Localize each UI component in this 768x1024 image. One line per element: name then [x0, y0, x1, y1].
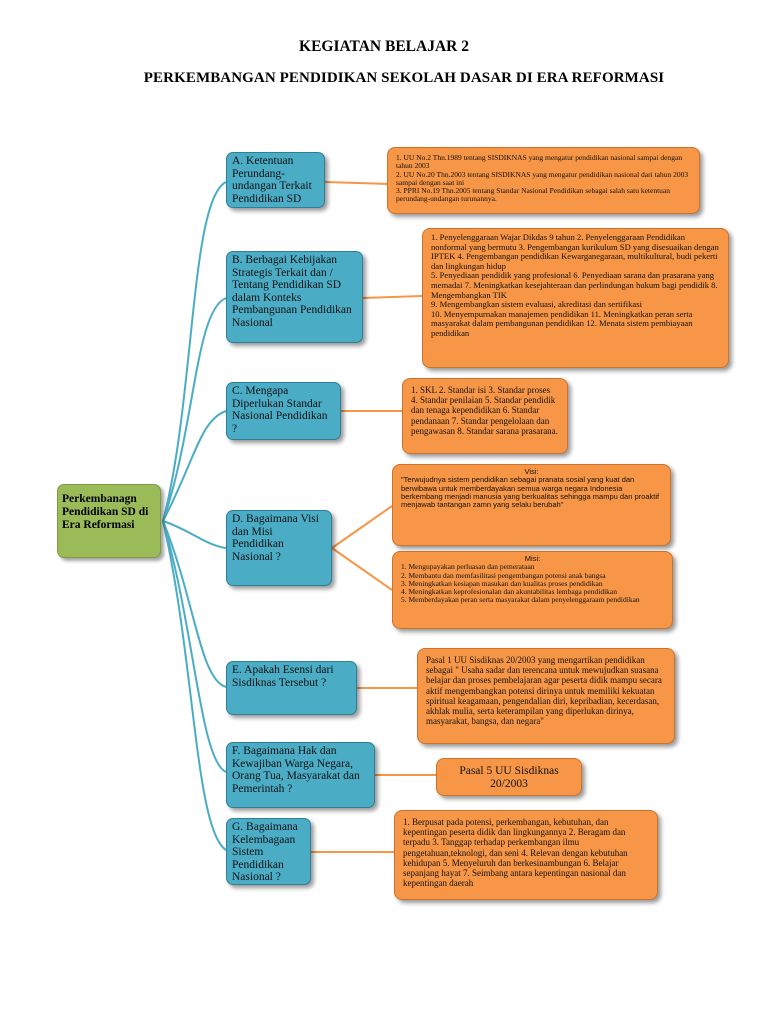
question-c: C. Mengapa Diperlukan Standar Nasional P… [226, 382, 341, 440]
misi-text: 1. Mengupayakan perluasan dan pemerataan… [401, 562, 640, 605]
connector-b-answer [362, 295, 423, 299]
connector-root-f [162, 520, 227, 773]
answer-a-text: 1. UU No.2 Thn.1989 tentang SISDIKNAS ya… [396, 153, 689, 204]
connector-d-misi [331, 547, 393, 591]
question-g: G. Bagaimana Kelembagaan Sistem Pendidik… [226, 818, 311, 885]
question-e: E. Apakah Esensi dari Sisdiknas Tersebut… [226, 661, 357, 715]
answer-b-text: 1. Penyelenggaraan Wajar Dikdas 9 tahun … [431, 232, 719, 338]
answer-e-text: Pasal 1 UU Sisdiknas 20/2003 yang mengar… [426, 655, 662, 727]
question-b: B. Berbagai Kebijakan Strategis Terkait … [226, 251, 363, 343]
answer-d-visi: Visi: "Terwujudnya sistem pendidikan seb… [392, 464, 671, 546]
root-node: Perkembanagn Pendidikan SD di Era Reform… [57, 484, 161, 558]
answer-g-text: 1. Berpusat pada potensi, perkembangan, … [403, 817, 628, 889]
connector-root-b [162, 297, 227, 522]
connector-a-answer [324, 181, 391, 185]
connector-root-e [162, 520, 227, 688]
answer-d-misi: Misi: 1. Mengupayakan perluasan dan peme… [392, 551, 673, 629]
answer-e: Pasal 1 UU Sisdiknas 20/2003 yang mengar… [417, 648, 675, 744]
visi-label: Visi: [524, 467, 539, 476]
connector-root-c [162, 410, 227, 522]
answer-b: 1. Penyelenggaraan Wajar Dikdas 9 tahun … [422, 228, 729, 368]
question-d: D. Bagaimana Visi dan Misi Pendidikan Na… [226, 510, 332, 586]
connector-root-a [162, 181, 227, 522]
question-f: F. Bagaimana Hak dan Kewajiban Warga Neg… [226, 742, 375, 808]
connector-root-g [162, 520, 227, 851]
connector-d-visi [331, 505, 393, 549]
answer-f: Pasal 5 UU Sisdiknas 20/2003 [436, 758, 582, 796]
answer-c-text: 1. SKL 2. Standar isi 3. Standar proses … [411, 385, 558, 436]
answer-g: 1. Berpusat pada potensi, perkembangan, … [394, 810, 658, 900]
misi-label: Misi: [524, 554, 541, 563]
answer-f-text: Pasal 5 UU Sisdiknas 20/2003 [459, 765, 559, 790]
answer-a: 1. UU No.2 Thn.1989 tentang SISDIKNAS ya… [387, 147, 700, 214]
page-subtitle: PERKEMBANGAN PENDIDIKAN SEKOLAH DASAR DI… [143, 70, 665, 86]
connector-root-d [162, 520, 227, 549]
page-title: KEGIATAN BELAJAR 2 [299, 38, 469, 55]
visi-text: "Terwujudnya sistem pendidikan sebagai p… [401, 475, 660, 510]
answer-c: 1. SKL 2. Standar isi 3. Standar proses … [402, 378, 568, 454]
question-a: A. Ketentuan Perundang-undangan Terkait … [226, 152, 325, 208]
